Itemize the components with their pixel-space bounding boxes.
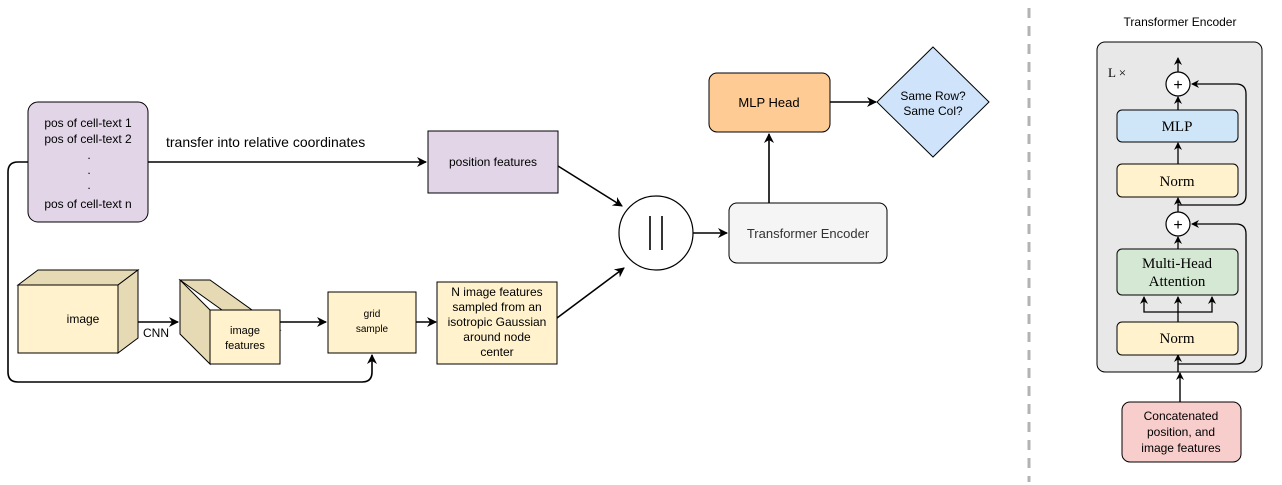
mlp-label: MLP [1162,119,1193,135]
sampled-features-box: N image features sampled from an isotrop… [436,281,558,365]
image-features-cube: image features [178,278,282,366]
decision-line-2: Same Col? [903,104,963,118]
norm-bottom-box: Norm [1116,321,1239,356]
position-to-concat-arrow [557,165,623,207]
sampled-features-line-4: around node [463,330,531,344]
grid-sample-line-1: grid [364,309,381,320]
grid-sample-line-2: sample [356,324,389,335]
grid-sample-box: grid sample [327,291,417,354]
repeat-label: L × [1108,65,1126,80]
sampled-features-line-3: isotropic Gaussian [448,315,547,329]
norm-top-box: Norm [1116,163,1239,198]
attention-input-q [1178,296,1216,313]
add-circle-upper: + [1165,71,1191,97]
attention-line-1: Multi-Head [1142,256,1212,272]
image-features-line-1: image [230,325,260,337]
mlp-head-box: MLP Head [708,72,831,133]
positions-to-grid-sample-arrow [7,161,377,383]
cell-pos-line-n: pos of cell-text n [44,197,131,211]
attention-line-2: Attention [1149,274,1206,290]
image-cube: image [16,269,140,354]
input-line-2: position, and [1147,425,1215,439]
sampled-features-line-2: sampled from an [452,300,541,314]
add-circle-lower: + [1165,211,1191,237]
cell-pos-line-2: pos of cell-text 2 [44,132,132,146]
mlp-box: MLP [1116,109,1239,143]
cell-positions-box: pos of cell-text 1 pos of cell-text 2 . … [27,101,149,223]
input-line-1: Concatenated [1144,409,1219,423]
position-features-label: position features [449,155,537,169]
add-lower-symbol: + [1173,217,1182,234]
cell-pos-dot-1: . [87,148,90,162]
cell-pos-dot-3: . [87,178,90,192]
sampled-features-line-1: N image features [451,285,542,299]
sampled-features-line-5: center [480,345,513,359]
residual-skip-1 [1178,220,1247,365]
image-to-concat-arrow [556,267,625,319]
cell-pos-dot-2: . [87,163,90,177]
input-line-3: image features [1141,441,1220,455]
norm-top-label: Norm [1160,174,1195,190]
mlp-head-label: MLP Head [738,95,799,110]
image-features-line-2: features [225,340,265,352]
multi-head-attention-box: Multi-Head Attention [1116,248,1239,296]
same-row-col-diamond: Same Row? Same Col? [876,46,990,158]
add-upper-symbol: + [1173,77,1182,94]
attention-input-k [1140,296,1178,313]
cnn-label: CNN [143,326,169,340]
cell-pos-line-1: pos of cell-text 1 [44,116,132,130]
norm-bottom-label: Norm [1160,331,1195,347]
decision-line-1: Same Row? [900,89,966,103]
image-label: image [67,312,100,326]
concat-circle [618,195,694,271]
encoder-detail-title: Transformer Encoder [1124,15,1237,29]
position-features-box: position features [427,130,559,194]
transformer-encoder-label: Transformer Encoder [747,226,870,241]
transformer-encoder-box: Transformer Encoder [728,202,888,264]
residual-skip-2 [1178,80,1247,206]
concatenated-input-box: Concatenated position, and image feature… [1121,401,1242,463]
transfer-label: transfer into relative coordinates [166,134,365,150]
